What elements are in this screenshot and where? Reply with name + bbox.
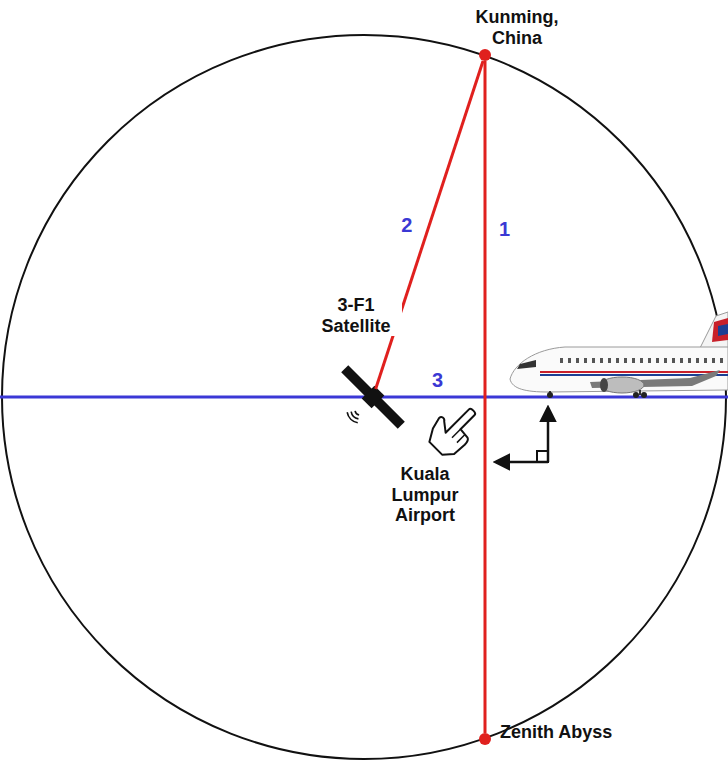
plane-window xyxy=(568,358,571,363)
red-line xyxy=(376,61,483,389)
plane-window xyxy=(680,358,683,363)
location-dot: Zenith Abyss xyxy=(479,733,491,745)
red-line xyxy=(484,61,487,733)
plane-window xyxy=(672,358,675,363)
callout-number: 3 xyxy=(430,370,445,390)
callout-number: 2 xyxy=(399,215,414,235)
pointer-hand xyxy=(422,397,486,461)
signal-waves xyxy=(347,411,359,423)
satellite-icon xyxy=(338,362,407,431)
location-label: Kuala Lumpur Airport xyxy=(387,464,463,526)
plane-window xyxy=(560,358,563,363)
plane-window xyxy=(688,358,691,363)
plane-window xyxy=(616,358,619,363)
plane-window xyxy=(704,358,707,363)
point-label: 3-F1 Satellite xyxy=(310,295,402,336)
plane-window xyxy=(624,358,627,363)
callout-number: 1 xyxy=(497,219,512,239)
satellite-node: 3-F1 Satellite xyxy=(365,389,381,405)
signal-wave xyxy=(351,412,358,419)
airplane xyxy=(510,312,728,398)
location-dot: Kunming, China xyxy=(479,49,491,61)
plane-window xyxy=(656,358,659,363)
point-label: Kunming, China xyxy=(465,7,569,48)
plane-window xyxy=(632,358,635,363)
plane-window xyxy=(640,358,643,363)
plane-window xyxy=(664,358,667,363)
plane-window xyxy=(648,358,651,363)
plane-window xyxy=(600,358,603,363)
plane-window xyxy=(696,358,699,363)
plane-window xyxy=(576,358,579,363)
signal-wave xyxy=(355,411,359,415)
plane-window xyxy=(584,358,587,363)
point-label: Zenith Abyss xyxy=(500,722,612,743)
right-angle-symbol xyxy=(496,408,548,462)
plane-window xyxy=(608,358,611,363)
plane-window xyxy=(720,358,723,363)
plane-window xyxy=(592,358,595,363)
plane-window xyxy=(712,358,715,363)
signal-wave xyxy=(347,412,358,423)
